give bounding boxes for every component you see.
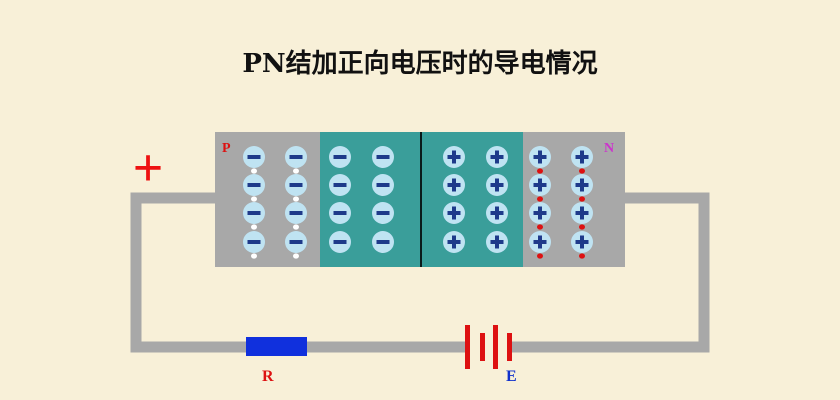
hole <box>251 253 257 259</box>
hole <box>293 196 299 202</box>
electron <box>579 168 585 174</box>
ion-bar <box>376 155 390 159</box>
ion-bar <box>580 178 584 192</box>
positive-terminal-sign: + <box>133 138 164 198</box>
ion-bar <box>538 150 542 164</box>
ion-bar <box>247 211 261 215</box>
electron <box>579 196 585 202</box>
semiconductor-block <box>215 132 625 267</box>
resistor-label: R <box>262 368 274 385</box>
ion-bar <box>289 183 303 187</box>
n-region-label: N <box>604 141 614 156</box>
ion-bar <box>289 240 303 244</box>
diagram-title: PN结加正向电压时的导电情况 <box>242 48 597 79</box>
p-region-label: P <box>222 141 231 156</box>
ion-bar <box>333 183 347 187</box>
charge-layer <box>243 146 593 259</box>
ion-bar <box>580 206 584 220</box>
hole <box>293 253 299 259</box>
ion-bar <box>289 155 303 159</box>
ion-bar <box>289 211 303 215</box>
wire-right <box>512 192 710 353</box>
ion-bar <box>495 206 499 220</box>
ion-bar <box>333 155 347 159</box>
ion-bar <box>495 178 499 192</box>
ion-bar <box>538 235 542 249</box>
ion-bar <box>452 178 456 192</box>
ion-bar <box>247 155 261 159</box>
ion-bar <box>247 183 261 187</box>
electron <box>537 253 543 259</box>
ion-bar <box>376 211 390 215</box>
ion-bar <box>580 235 584 249</box>
resistor <box>246 337 307 356</box>
hole <box>251 224 257 230</box>
electron <box>579 224 585 230</box>
electron <box>537 168 543 174</box>
hole <box>251 168 257 174</box>
ion-bar <box>452 206 456 220</box>
hole <box>293 224 299 230</box>
battery-plate <box>493 325 498 369</box>
electron <box>537 224 543 230</box>
ion-bar <box>376 183 390 187</box>
ion-bar <box>452 235 456 249</box>
ion-bar <box>495 150 499 164</box>
ion-bar <box>452 150 456 164</box>
battery-label: E <box>506 368 517 385</box>
battery <box>465 325 512 369</box>
battery-plate <box>507 333 512 361</box>
ion-bar <box>495 235 499 249</box>
electron <box>537 196 543 202</box>
ion-bar <box>376 240 390 244</box>
battery-plate <box>480 333 485 361</box>
electron <box>579 253 585 259</box>
hole <box>251 196 257 202</box>
hole <box>293 168 299 174</box>
battery-plate <box>465 325 470 369</box>
ion-bar <box>247 240 261 244</box>
ion-bar <box>538 178 542 192</box>
ion-bar <box>333 240 347 244</box>
ion-bar <box>538 206 542 220</box>
ion-bar <box>333 211 347 215</box>
ion-bar <box>580 150 584 164</box>
